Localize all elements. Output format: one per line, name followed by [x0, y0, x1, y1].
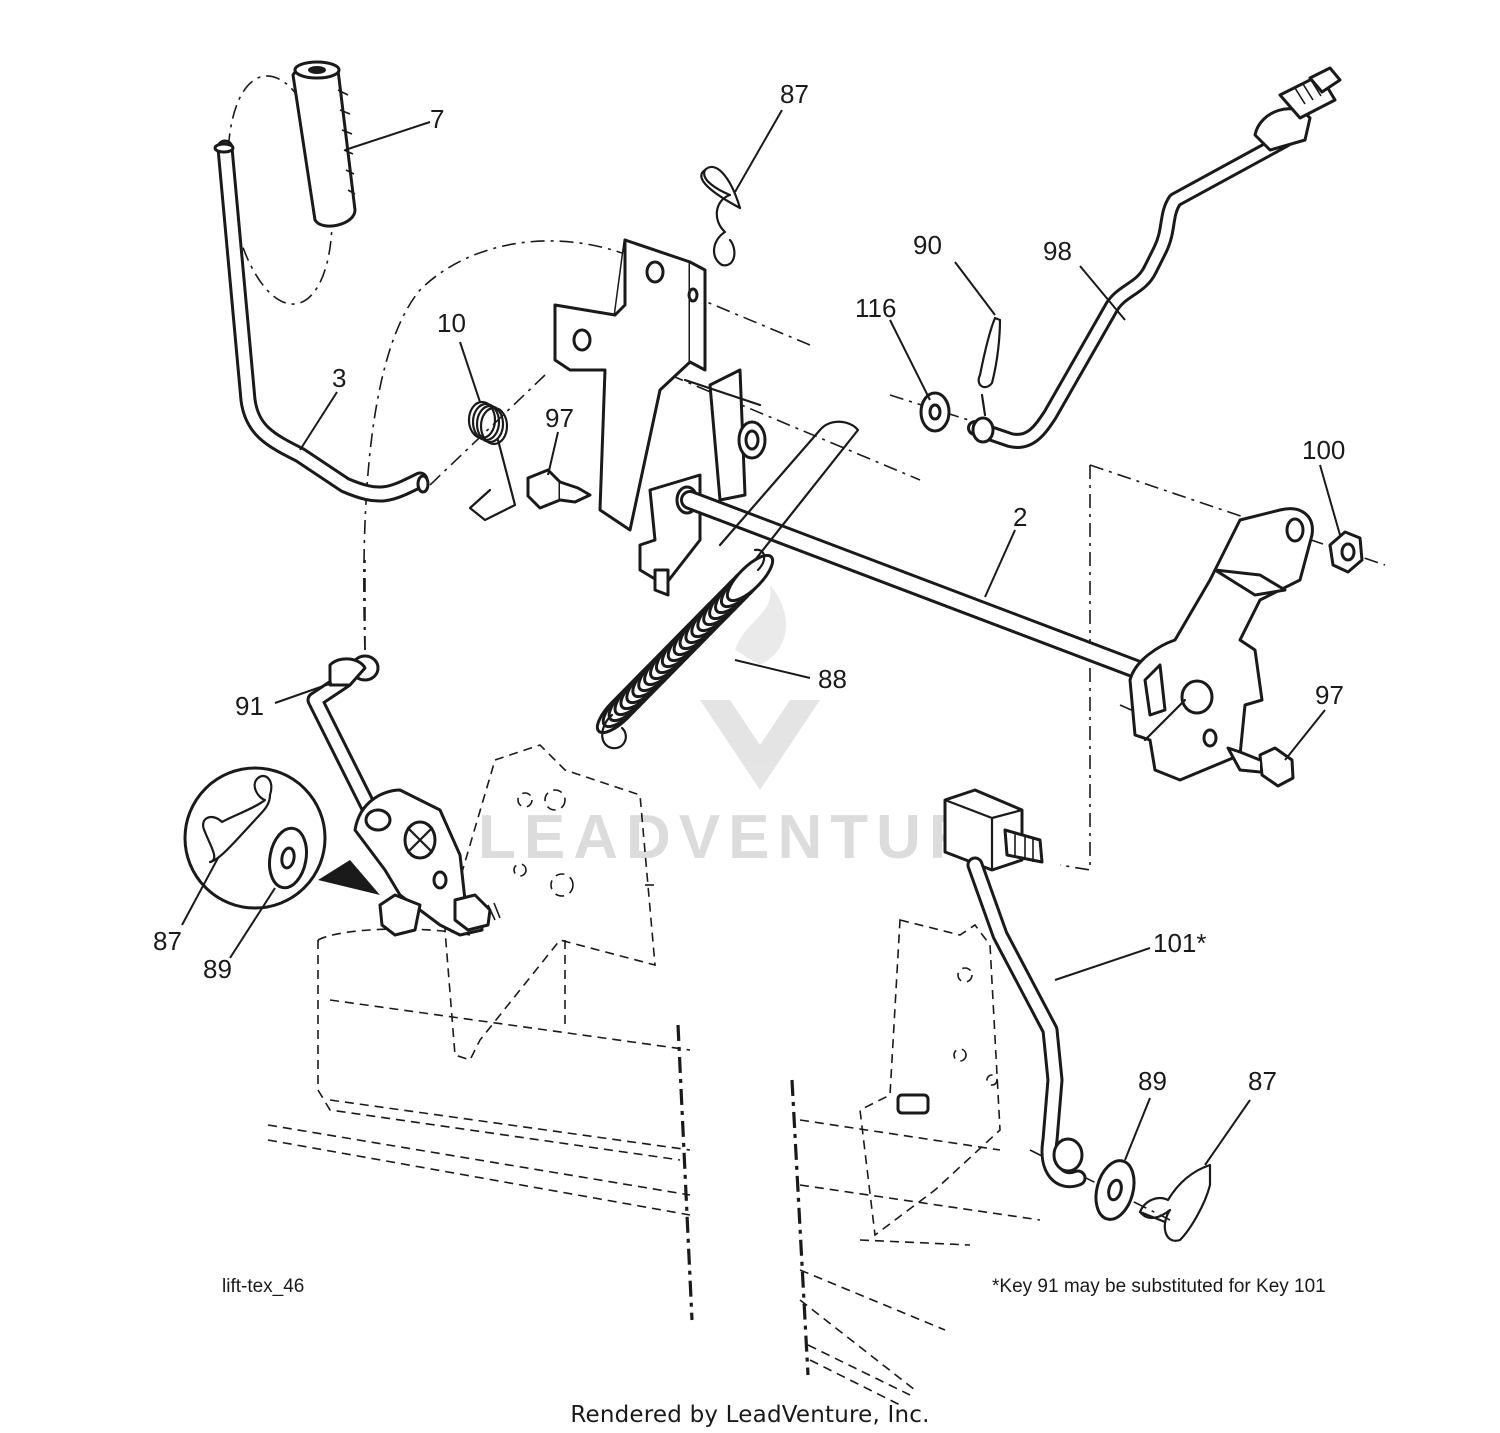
left-deck-hanger-phantom	[444, 744, 656, 1061]
lift-bracket-frame	[553, 238, 767, 597]
diagram-code: lift-tex_46	[222, 1276, 304, 1297]
right-deck-hanger-phantom	[859, 918, 1001, 1237]
callout-10: 10	[437, 308, 466, 338]
right-lift-arm	[1128, 507, 1314, 782]
callout-88: 88	[818, 664, 847, 694]
callout-91: 91	[235, 691, 264, 721]
cotter-pin-part-90	[977, 316, 1002, 417]
callout-7: 7	[430, 104, 444, 134]
handle-grip-part-7	[291, 60, 357, 228]
callout-97-right: 97	[1315, 680, 1344, 710]
spring-hook-lower	[601, 713, 627, 750]
shoulder-bolt-part-97-left	[526, 468, 592, 510]
callout-101: 101*	[1153, 928, 1207, 958]
leader-lines	[181, 109, 1341, 1166]
callout-90: 90	[913, 230, 942, 260]
callout-2: 2	[1013, 502, 1027, 532]
rendered-by-footer: Rendered by LeadVenture, Inc.	[570, 1402, 929, 1428]
callout-97-left: 97	[545, 403, 574, 433]
callout-3: 3	[332, 363, 346, 393]
hairpin-clip-part-87-top	[700, 165, 742, 267]
torsion-spring-part-10	[467, 400, 517, 522]
lift-shaft-part-2	[680, 490, 1175, 690]
mower-deck-phantom	[267, 928, 1041, 1406]
callout-labels: 7 3 10 87 97 90 98 116 100 2 88 97 91 87…	[153, 79, 1345, 1096]
detail-magnifier-circle	[183, 766, 380, 910]
lift-arm-link-wire	[683, 378, 860, 562]
footnote: *Key 91 may be substituted for Key 101	[992, 1276, 1326, 1297]
hairpin-clip-part-87-right	[1138, 1163, 1212, 1242]
watermark-logo	[700, 585, 820, 790]
spring-hook-upper	[753, 548, 766, 572]
washer-part-116	[919, 391, 951, 433]
callout-89-right: 89	[1138, 1066, 1167, 1096]
lift-handle-rod-part-3	[213, 139, 430, 503]
callout-87-top: 87	[780, 79, 809, 109]
callout-87-left: 87	[153, 926, 182, 956]
lift-link-part-91	[306, 654, 389, 839]
callout-116: 116	[855, 293, 896, 323]
callout-98: 98	[1043, 236, 1072, 266]
watermark-text: LEADVENTURE	[478, 803, 1031, 872]
extension-spring-part-88	[595, 548, 775, 750]
callout-89-left: 89	[203, 954, 232, 984]
callout-100: 100	[1302, 435, 1345, 465]
shoulder-bolt-part-97-right	[1226, 746, 1295, 788]
callout-87-right: 87	[1248, 1066, 1277, 1096]
hex-nut-part-100	[1328, 530, 1364, 574]
washer-part-89-right	[1094, 1159, 1136, 1221]
lift-link-rod-part-98	[967, 66, 1342, 449]
lift-rod-part-101	[943, 788, 1087, 1189]
left-lift-arm	[353, 788, 501, 937]
